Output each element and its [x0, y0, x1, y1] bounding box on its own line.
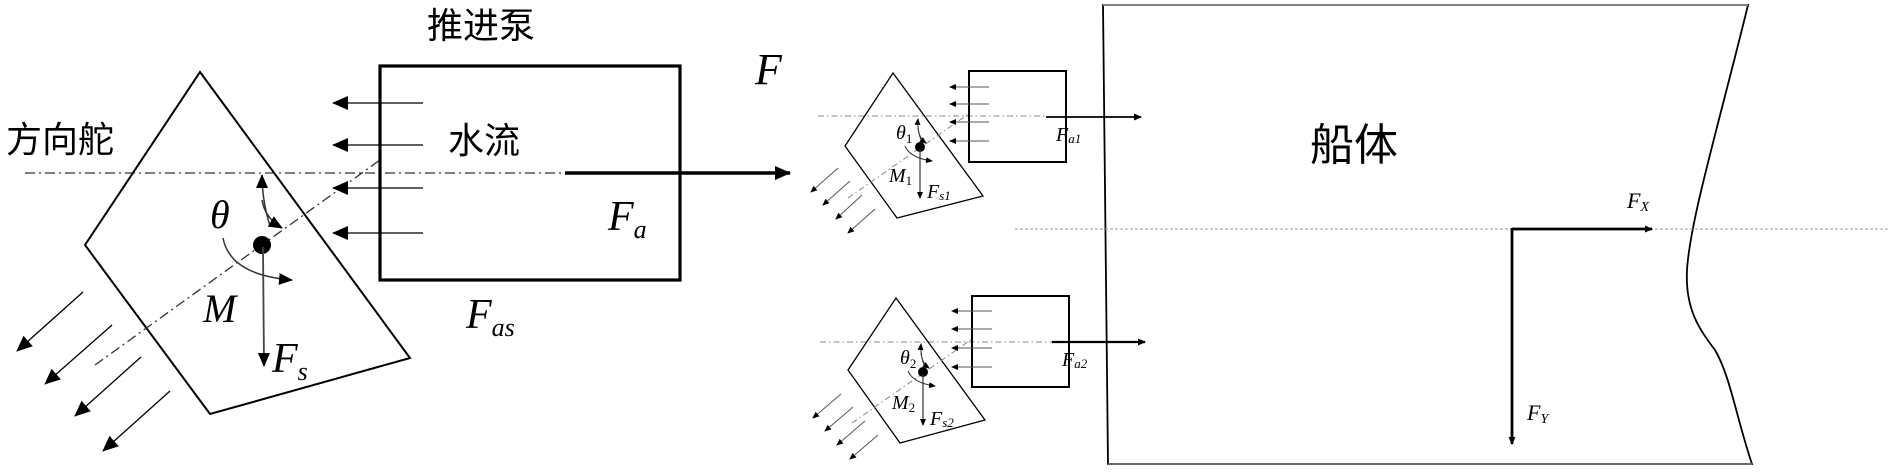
thruster-2: θ2 M2 Fs2 Fa2	[812, 295, 1146, 460]
outflow-arrow	[16, 291, 84, 352]
thruster-1-side-force-label: Fs1	[926, 181, 951, 203]
thruster-2-rudder-axis	[851, 338, 973, 424]
pump-side-force-label: Fas	[465, 292, 515, 342]
outflow-arrow	[102, 390, 171, 452]
side-force-arrow	[257, 246, 270, 367]
angle-label: θ	[210, 192, 230, 237]
thruster-2-outflow-arrows	[812, 393, 879, 460]
thruster-2-moment-label: M2	[891, 392, 915, 415]
thruster-1-moment-arc	[904, 145, 933, 164]
thruster-2-moment-arc	[907, 370, 936, 389]
outflow-arrow	[44, 324, 113, 385]
rudder-label: 方向舵	[6, 120, 114, 161]
outflow-arrow	[824, 406, 854, 432]
left-diagram: 方向舵 推进泵 水流 F Fa Fas Fs θ M	[6, 6, 791, 452]
thruster-2-angle-arc-2	[920, 352, 930, 369]
angle-arc-up	[256, 174, 271, 227]
side-force-label: Fs	[271, 336, 308, 386]
thruster-1-axial-force-label: Fa1	[1055, 124, 1081, 146]
thruster-2-angle-label: θ2	[900, 347, 916, 371]
thruster-1-moment-label: M1	[888, 165, 912, 188]
total-force-label: F	[754, 45, 783, 94]
thruster-1-angle-arc-2	[917, 127, 927, 144]
outflow-arrow	[812, 393, 842, 419]
thruster-1-outflow-arrows	[810, 167, 876, 234]
moment-label: M	[202, 286, 239, 331]
thruster-2-rudder	[847, 296, 987, 444]
rudder-body	[83, 70, 412, 416]
thruster-1-pivot	[915, 142, 925, 152]
thruster-2-pivot	[918, 367, 928, 377]
hull-outline	[1102, 4, 1754, 465]
pivot-point	[253, 236, 271, 254]
outflow-arrow	[849, 434, 879, 460]
outflow-arrow	[847, 208, 876, 234]
thruster-1-rudder-axis	[847, 112, 971, 199]
fx-label: FX	[1626, 188, 1649, 215]
thruster-1-inflow-arrows	[949, 84, 989, 144]
outflow-arrow	[74, 356, 142, 417]
thruster-2-inflow-arrows	[951, 308, 992, 370]
inflow-arrows	[332, 96, 423, 240]
axial-force-label: Fa	[607, 194, 647, 244]
outflow-arrow	[822, 180, 851, 206]
outflow-arrow	[836, 420, 866, 446]
thruster-2-axial-force-label: Fa2	[1061, 349, 1088, 371]
right-diagram: 船体 FX FY	[810, 4, 1888, 465]
fy-label: FY	[1526, 400, 1550, 427]
hull-label: 船体	[1310, 120, 1398, 171]
outflow-arrow	[810, 167, 839, 193]
thruster-2-side-force-label: Fs2	[929, 408, 954, 430]
water-flow-label: 水流	[448, 121, 520, 162]
moment-arc	[222, 237, 293, 285]
outflow-arrows	[16, 291, 171, 452]
thruster-1-angle-label: θ1	[896, 122, 912, 146]
angle-arc-down	[261, 199, 283, 229]
thruster-1-rudder	[844, 71, 985, 219]
pump-label: 推进泵	[427, 6, 535, 47]
outflow-arrow	[835, 194, 863, 220]
thruster-1: θ1 M1 Fs1 Fa1	[810, 70, 1142, 234]
